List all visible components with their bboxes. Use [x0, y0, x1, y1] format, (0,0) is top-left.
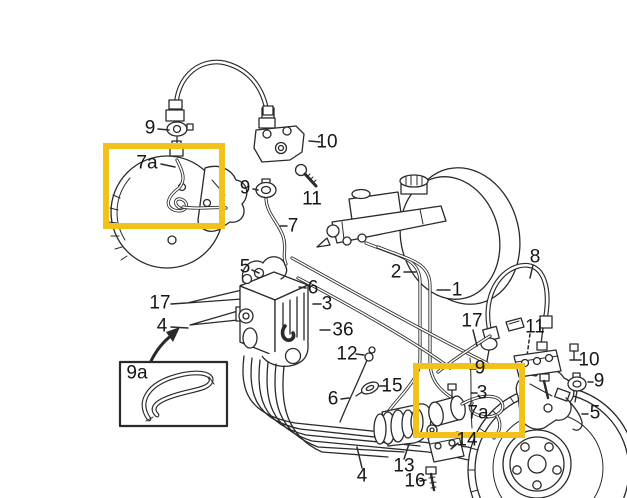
part-label-11-right: 11 [525, 316, 545, 338]
union-7a-right [426, 357, 505, 440]
leader-lines [157, 128, 594, 482]
part-label-2: 2 [390, 261, 402, 283]
part-label-5-abs: 5 [239, 256, 251, 278]
bracket-10-top [253, 105, 305, 163]
part-label-15: 15 [381, 375, 403, 397]
sensor-cable-17-right [436, 334, 492, 374]
highlight-box-1 [103, 143, 225, 229]
part-label-9a: 9a [126, 362, 148, 384]
front-right-brake-hose-8 [480, 262, 553, 362]
part-label-7-pipe: 7 [287, 215, 299, 237]
part-label-14: 14 [456, 429, 478, 451]
wheel-sensor-wire-5 [554, 387, 583, 431]
highlight-box-2 [413, 363, 525, 438]
part-label-8: 8 [529, 246, 541, 268]
part-label-3-abs: 3 [321, 293, 333, 315]
part-label-6-abs: 6 [307, 277, 319, 299]
fitting-12 [339, 346, 376, 423]
bolt-11-top [294, 163, 318, 188]
part-label-5-sensor: 5 [589, 402, 601, 424]
part-label-4-lower: 4 [356, 465, 368, 487]
part-label-12: 12 [336, 343, 358, 365]
brake-pipe-1 [376, 245, 454, 400]
part-label-9-right: 9 [593, 370, 605, 392]
sensor-15 [355, 381, 380, 397]
part-label-13: 13 [393, 455, 415, 477]
bolt-16 [425, 466, 437, 492]
part-label-17-right: 17 [461, 310, 483, 332]
clip-11-right [505, 317, 531, 357]
inset-box-9a [118, 360, 229, 428]
front-left-brake-disc [108, 155, 248, 269]
part-label-7a-highlight: 7a [467, 402, 489, 424]
grommet-9-right [567, 372, 587, 403]
part-label-17-abs: 17 [149, 292, 171, 314]
part-label-36: 36 [332, 319, 354, 341]
part-label-9-grommet: 9 [239, 177, 251, 199]
part-label-3-highlight: 3 [476, 382, 488, 404]
part-label-9-front-hose: 9 [144, 117, 156, 139]
part-label-11-bolt: 11 [302, 188, 322, 210]
brake-pipe-7 [264, 197, 288, 266]
part-label-10-bracket: 10 [316, 131, 338, 153]
abs-hydraulic-unit [186, 256, 309, 367]
master-cylinder [316, 174, 447, 248]
part-label-4-abs: 4 [156, 315, 168, 337]
part-label-9-highlight: 9 [474, 357, 486, 379]
part-label-1: 1 [451, 279, 463, 301]
direction-arrow-icon [149, 327, 180, 363]
part-label-7a-front: 7a [136, 152, 158, 174]
part-label-16: 16 [404, 470, 426, 492]
part-label-10-right: 10 [578, 349, 600, 371]
grommet-9-middle [255, 178, 277, 199]
part-label-6-lower: 6 [327, 388, 339, 410]
bracket-10-right [513, 343, 579, 400]
